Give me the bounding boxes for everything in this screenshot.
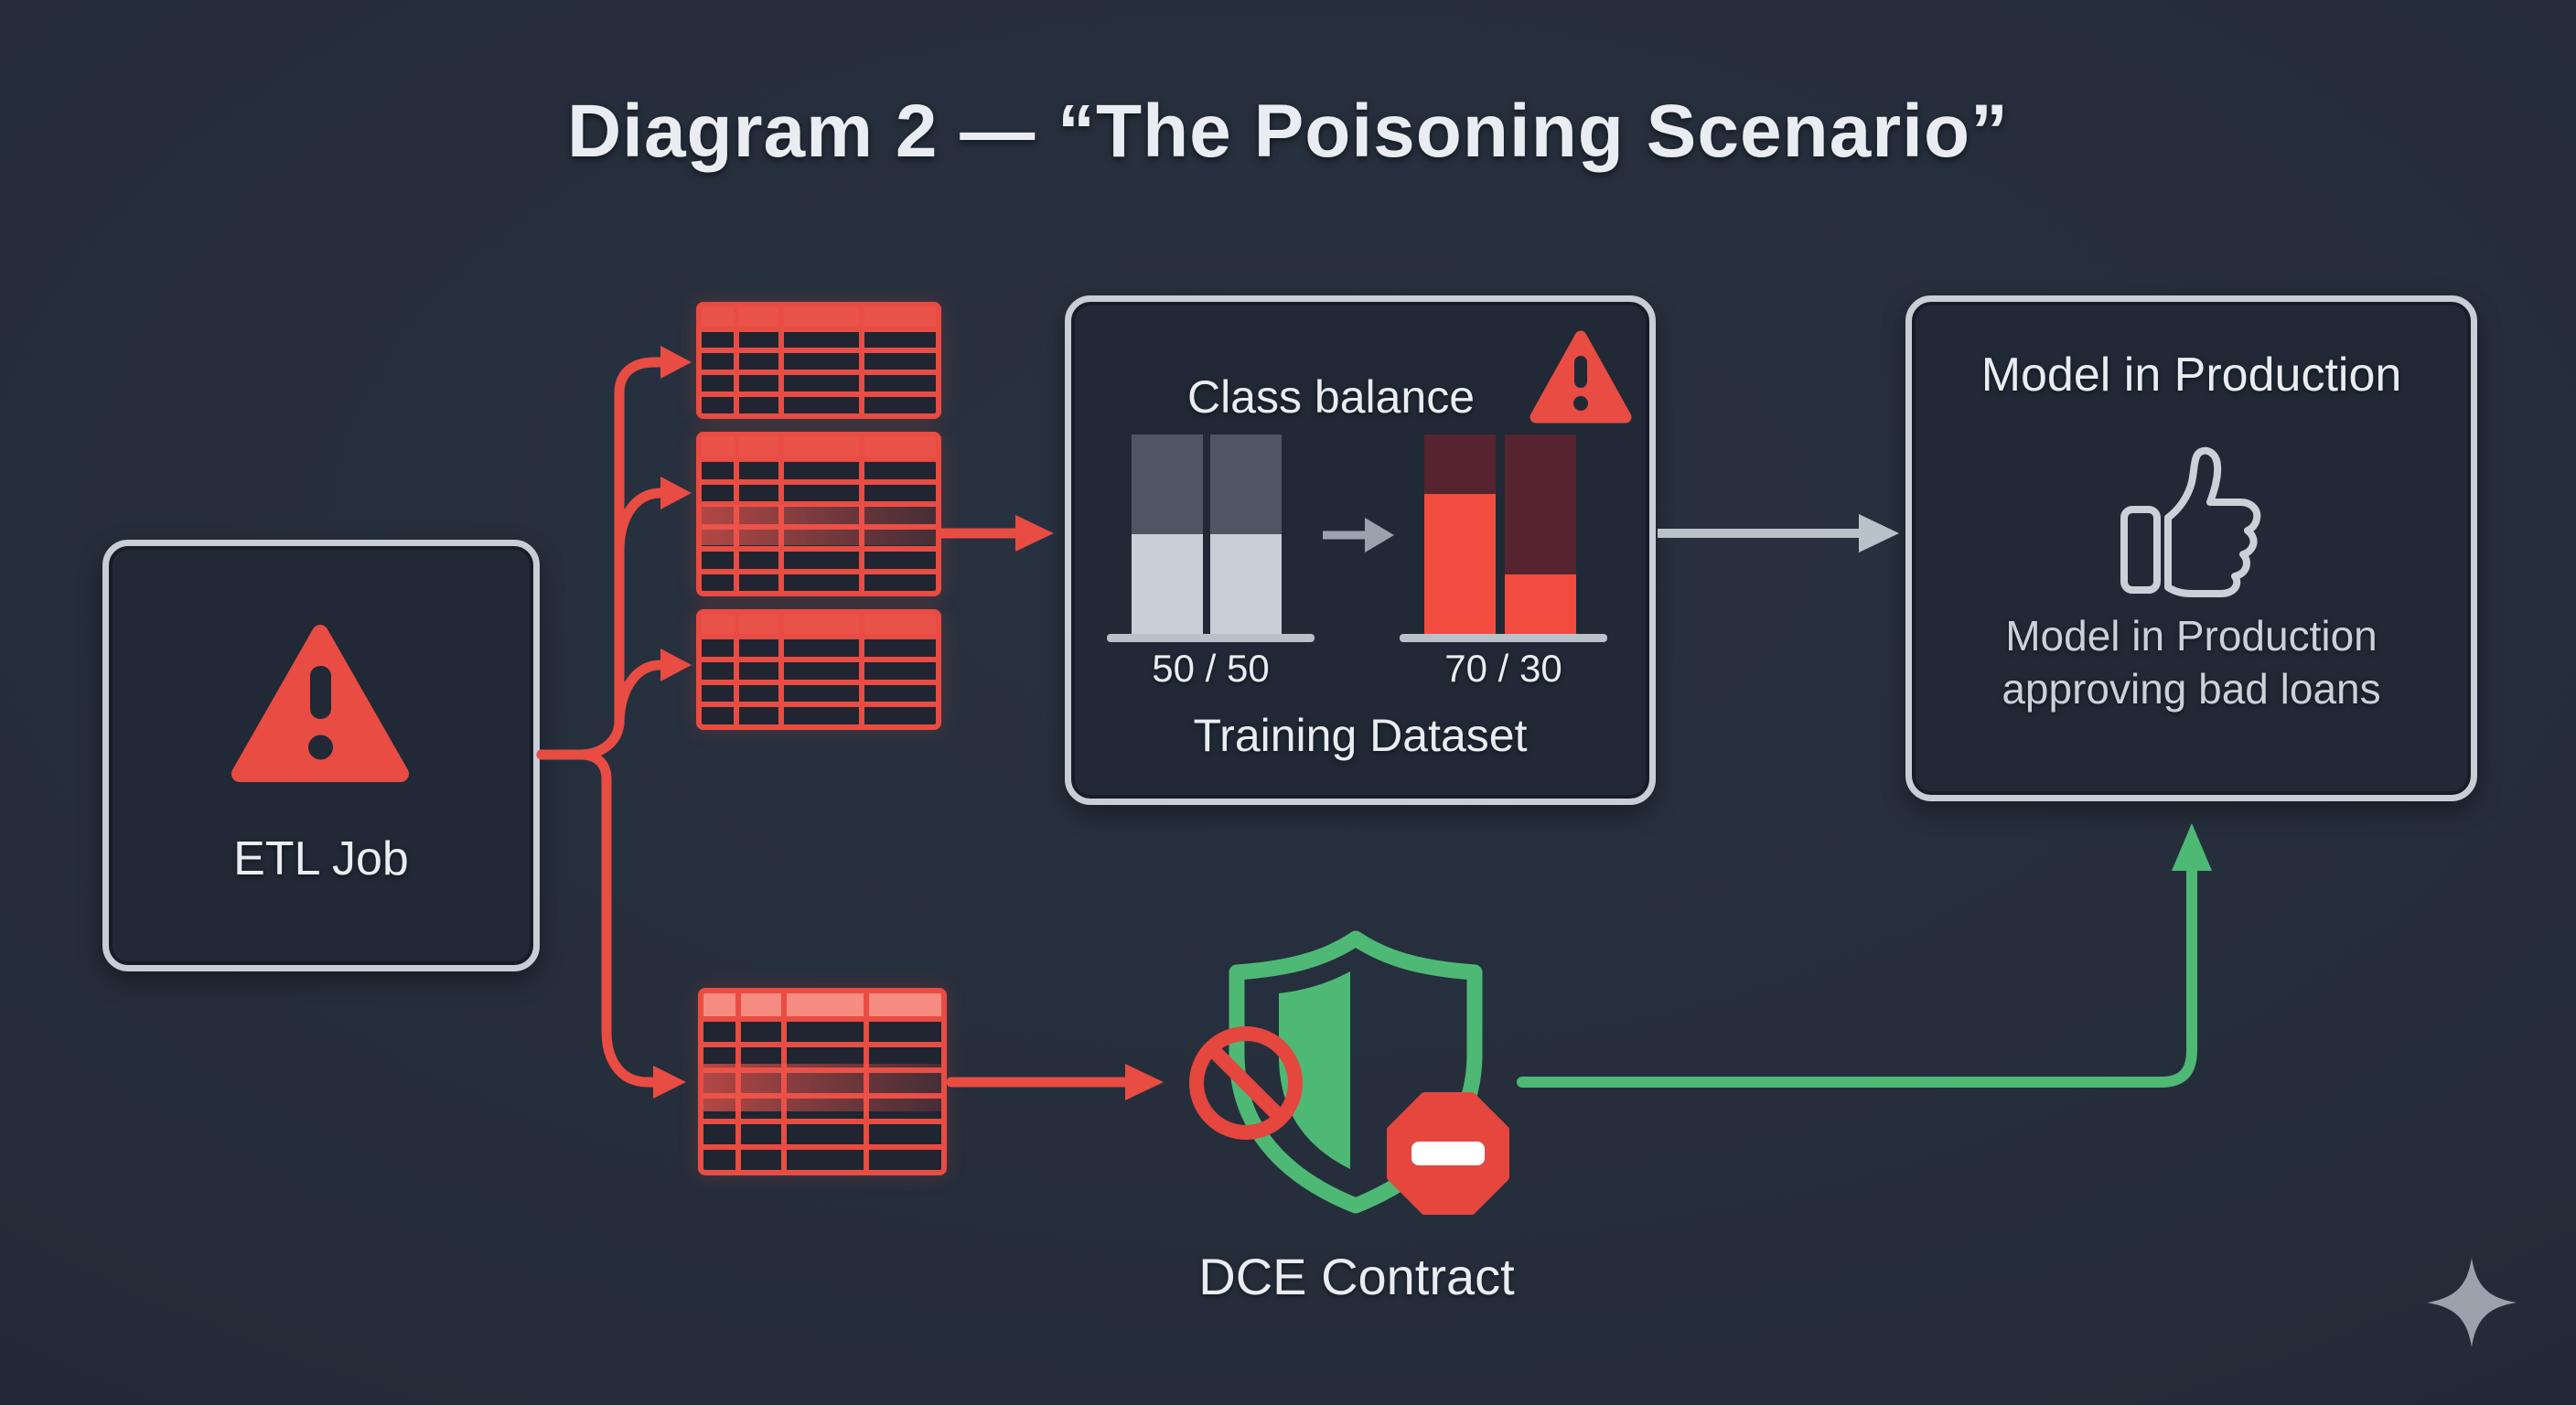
sparkle-icon (2427, 1258, 2517, 1347)
model-caption-line2: approving bad loans (2002, 665, 2381, 713)
stop-sign-icon (1387, 1092, 1509, 1215)
training-to-model-arrow (1658, 514, 1899, 552)
after-bar-2 (1505, 434, 1576, 634)
before-bar-2 (1210, 434, 1282, 634)
shield-icon (1229, 930, 1483, 1214)
etl-job-node: ETL Job (102, 540, 540, 971)
dce-to-model-arrow (1517, 823, 2212, 1088)
dce-contract-label: DCE Contract (1198, 1248, 1515, 1305)
model-title: Model in Production (1980, 349, 2402, 402)
data-table-2 (696, 432, 941, 596)
training-dataset-label: Training Dataset (1193, 710, 1528, 761)
model-caption: Model in Production approving bad loans (1912, 609, 2471, 715)
before-bar-1 (1132, 434, 1203, 634)
data-table-1 (696, 302, 941, 419)
etl-fork-arrows (536, 346, 692, 1099)
after-bar-1 (1424, 434, 1496, 634)
after-ratio-label: 70 / 30 (1444, 647, 1562, 690)
class-balance-title: Class balance (1186, 371, 1476, 423)
no-entry-icon (1189, 1026, 1303, 1140)
data-table-3 (696, 609, 941, 730)
etl-job-label: ETL Job (233, 832, 409, 885)
tables-to-training-arrow (937, 515, 1054, 552)
poisoned-to-dce-arrow (946, 1064, 1164, 1100)
after-chart-baseline (1400, 634, 1607, 642)
model-caption-line1: Model in Production (2005, 612, 2377, 660)
page-title: Diagram 2 — “The Poisoning Scenario” (566, 90, 2010, 173)
poisoned-table (698, 988, 947, 1175)
before-chart-baseline (1107, 634, 1315, 642)
training-dataset-node: Class balance 50 / 50 70 / 30 Training D… (1065, 295, 1656, 805)
before-ratio-label: 50 / 50 (1152, 647, 1270, 690)
model-in-production-node: Model in Production Model in Production … (1905, 295, 2477, 801)
